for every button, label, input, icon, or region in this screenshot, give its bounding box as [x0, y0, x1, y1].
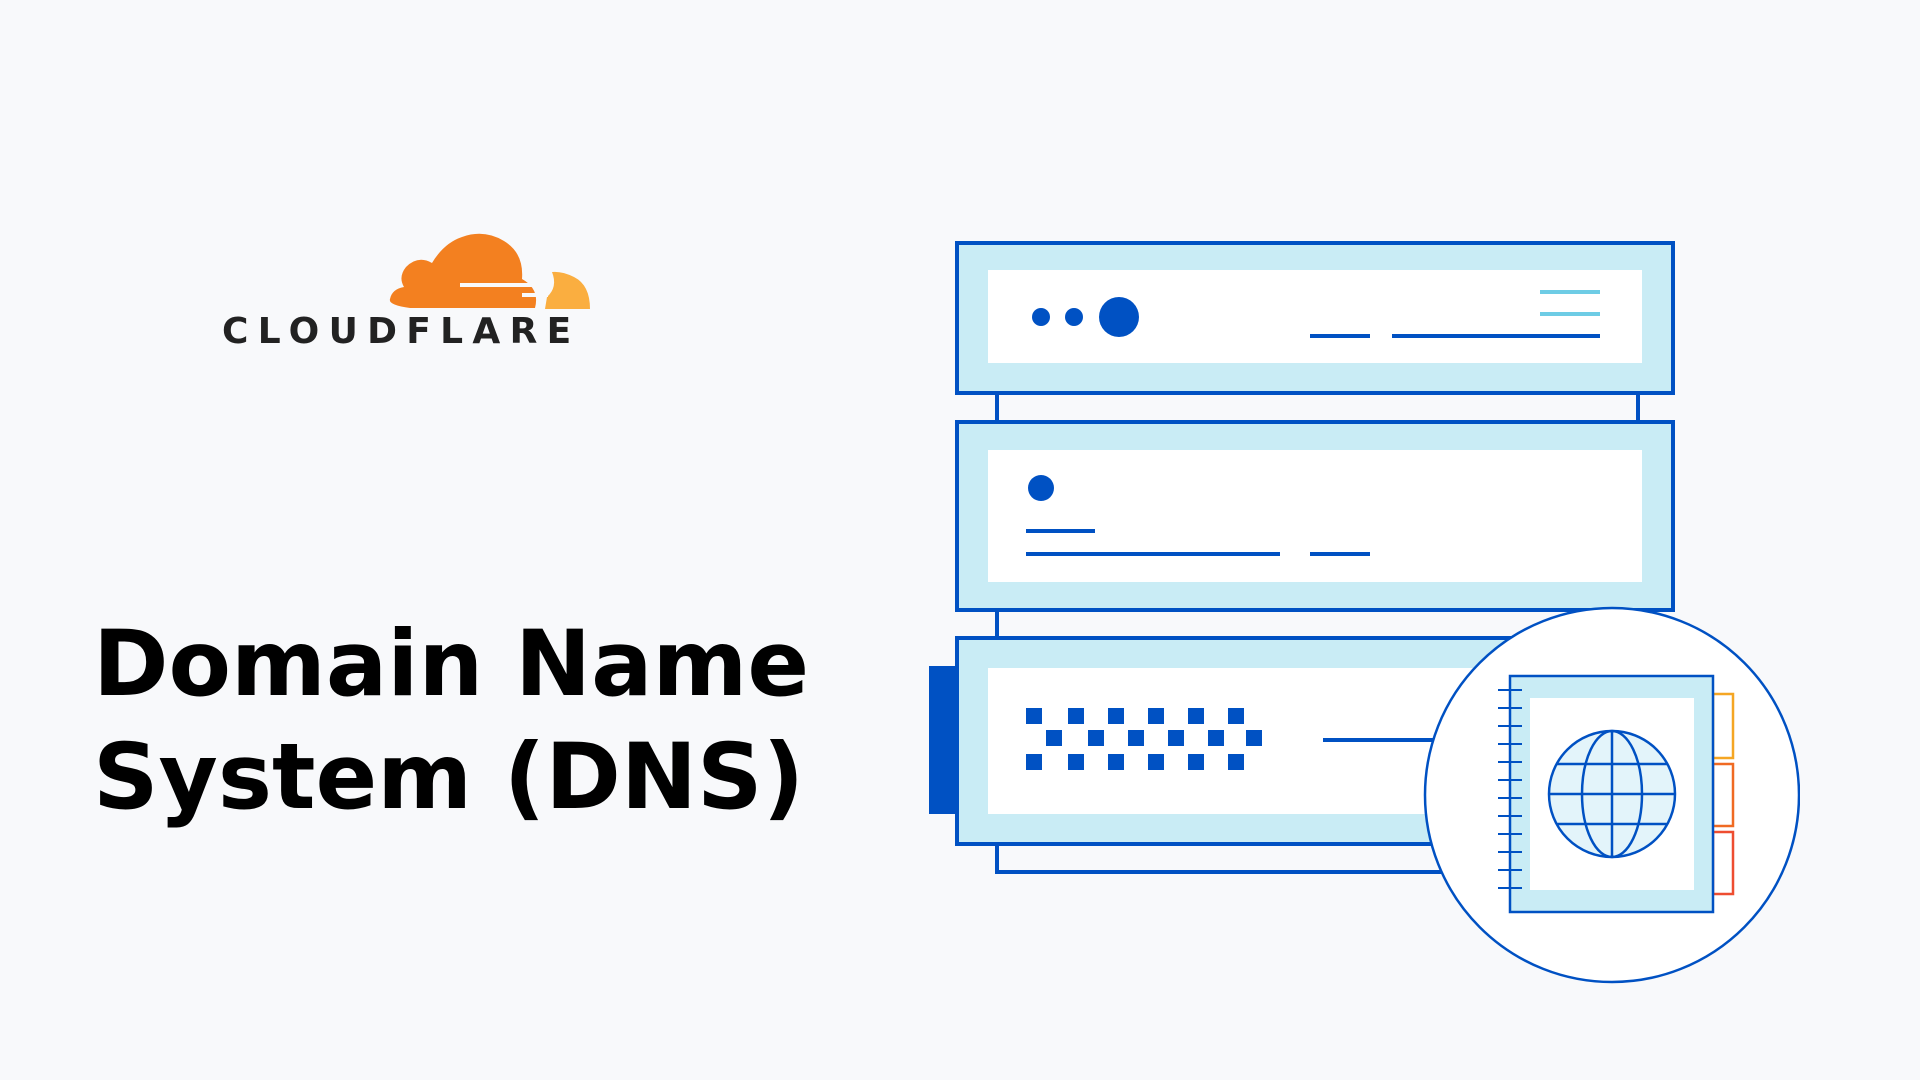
pixel-pattern: [1026, 708, 1262, 770]
cloudflare-logo: CLOUDFLARE: [222, 225, 592, 360]
globe-icon: [1547, 729, 1677, 859]
server-stack-icon: [929, 241, 1800, 984]
title-line-1: Domain Name: [93, 612, 810, 717]
indicator-dot: [1099, 297, 1139, 337]
indicator-dot: [1028, 475, 1054, 501]
cloudflare-wordmark: CLOUDFLARE: [222, 311, 581, 352]
server-unit-2: [955, 420, 1675, 612]
page-title: Domain Name System (DNS): [93, 608, 809, 834]
indicator-dot: [1065, 308, 1083, 326]
cloud-icon: [389, 233, 590, 309]
server-unit-1: [955, 241, 1675, 395]
indicator-dot: [1032, 308, 1050, 326]
title-line-2: System (DNS): [93, 725, 805, 830]
globe-badge: [1423, 606, 1800, 984]
